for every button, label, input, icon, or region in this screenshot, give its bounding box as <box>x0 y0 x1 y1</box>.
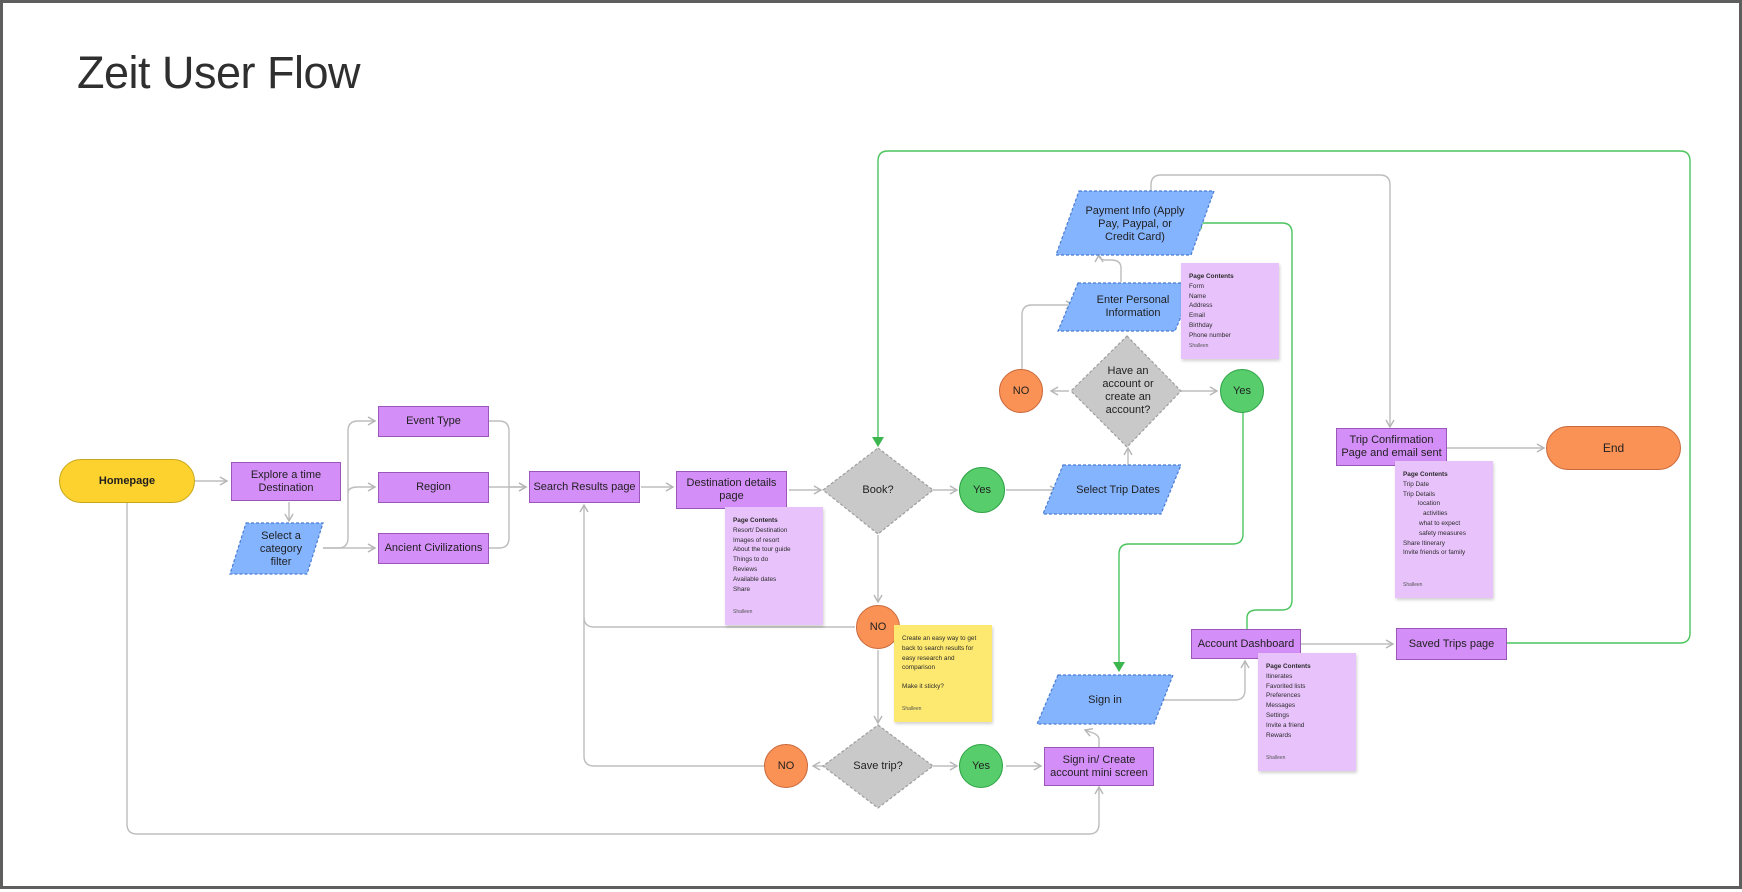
loop-connectors <box>872 150 1691 672</box>
sign-in-shape <box>1036 674 1174 725</box>
save-trip-yes-node[interactable]: Yes <box>959 744 1003 788</box>
account-no-node[interactable]: NO <box>999 369 1043 413</box>
dashboard-page-contents-note: Page Contents Itinerates Favorited lists… <box>1258 653 1356 771</box>
note-item: Phone number <box>1189 331 1231 339</box>
sign-in-create-account-node[interactable]: Sign in/ Create account mini screen <box>1044 747 1154 786</box>
note-item: Itinerates <box>1266 672 1293 680</box>
personal-info-page-contents-note: Page Contents Form Name Address Email Bi… <box>1181 263 1279 359</box>
ancient-civilizations-node[interactable]: Ancient Civilizations <box>378 533 489 564</box>
edge-savedtrips-book-loop <box>872 150 1691 644</box>
sticky-note: Create an easy way to get back to search… <box>894 625 992 722</box>
edge-eventtype-results <box>489 420 528 492</box>
note-item: Birthday <box>1189 321 1213 329</box>
select-category-label[interactable]: Select a category filter <box>259 529 303 568</box>
note-item: Settings <box>1266 711 1290 719</box>
note-author: Shalleen <box>1266 755 1286 762</box>
destination-page-contents-note: Page Contents Resort/ Destination Images… <box>725 507 823 625</box>
select-trip-dates-label[interactable]: Select Trip Dates <box>1076 483 1160 496</box>
select-trip-dates-shape <box>1042 464 1182 515</box>
region-node[interactable]: Region <box>378 472 489 503</box>
connectors <box>126 174 1546 835</box>
note-item: Preferences <box>1266 692 1301 700</box>
note-item: Share Itinerary <box>1403 539 1445 547</box>
payment-info-shape <box>1055 190 1215 256</box>
book-yes-node[interactable]: Yes <box>959 467 1005 513</box>
note-author: Shalleen <box>1403 582 1423 589</box>
note-item: Available dates <box>733 575 777 583</box>
explore-time-destination-node[interactable]: Explore a time Destination <box>231 462 341 501</box>
note-title: Page Contents <box>1403 471 1448 478</box>
select-category-shape <box>229 522 324 575</box>
save-trip-diamond <box>822 724 934 809</box>
account-yes-node[interactable]: Yes <box>1220 369 1264 413</box>
note-item: Messages <box>1266 702 1296 710</box>
book-decision-label[interactable]: Book? <box>862 483 894 496</box>
note-item: Images of resort <box>733 536 780 544</box>
edge-payment-confirmation <box>1150 174 1395 429</box>
trip-confirmation-page-contents-note: Page Contents Trip Date Trip Details loc… <box>1395 461 1493 598</box>
trip-confirmation-node[interactable]: Trip Confirmation Page and email sent <box>1336 428 1447 466</box>
note-author: Shalleen <box>733 609 753 616</box>
book-diamond <box>822 447 934 535</box>
note-item: Email <box>1189 312 1205 320</box>
payment-info-label[interactable]: Payment Info (Apply Pay, Paypal, or Cred… <box>1085 204 1185 243</box>
sign-in-label[interactable]: Sign in <box>1088 693 1122 706</box>
edge-dashboard-payment-loop <box>1192 217 1293 629</box>
saved-trips-page-node[interactable]: Saved Trips page <box>1396 628 1507 660</box>
account-dashboard-node[interactable]: Account Dashboard <box>1191 629 1301 659</box>
edge-signincreate-signin <box>1083 728 1100 747</box>
edge-homepage-signincreate <box>126 503 1104 835</box>
note-item: Things to do <box>733 556 769 564</box>
edge-yes-signin-loop <box>1113 411 1244 672</box>
sticky-note-question: Make it sticky? <box>902 683 944 691</box>
note-item: Rewards <box>1266 731 1292 739</box>
event-type-node[interactable]: Event Type <box>378 406 489 437</box>
end-node[interactable]: End <box>1546 426 1681 470</box>
edge-signin-dashboard <box>1141 659 1250 701</box>
homepage-node[interactable]: Homepage <box>59 459 195 503</box>
note-item: About the tour guide <box>733 546 791 554</box>
decision-shapes <box>822 335 1182 809</box>
note-author: Shalleen <box>902 706 922 713</box>
edge-saveno-results <box>583 617 765 767</box>
edge-no-personal <box>1021 300 1075 369</box>
edge-category-region <box>347 482 377 494</box>
note-author: Shalleen <box>1189 343 1209 350</box>
note-item: Reviews <box>733 565 758 573</box>
save-trip-no-node[interactable]: NO <box>764 744 808 788</box>
note-title: Page Contents <box>1266 663 1311 670</box>
note-item: Address <box>1189 302 1213 310</box>
note-item: Favorited lists <box>1266 682 1306 690</box>
note-item: Trip Date <box>1403 480 1430 488</box>
note-item: activities <box>1423 510 1448 518</box>
search-results-page-node[interactable]: Search Results page <box>529 471 640 503</box>
note-item: location <box>1418 500 1441 508</box>
save-trip-decision-label[interactable]: Save trip? <box>853 759 903 772</box>
note-item: safety measures <box>1419 529 1466 537</box>
note-item: Invite friends or family <box>1403 549 1466 557</box>
have-account-diamond <box>1070 335 1182 448</box>
enter-personal-info-shape <box>1057 282 1196 332</box>
page-title: Zeit User Flow <box>77 47 361 98</box>
note-item: Share <box>733 585 751 593</box>
edge-ancient-results <box>489 487 510 549</box>
note-item: what to expect <box>1419 519 1461 527</box>
note-item: Resort/ Destination <box>733 526 788 534</box>
note-item: Trip Details <box>1403 490 1436 498</box>
note-title: Page Contents <box>733 517 778 524</box>
note-title: Page Contents <box>1189 273 1234 280</box>
enter-personal-information-label[interactable]: Enter Personal Information <box>1096 294 1170 319</box>
sticky-note-text: Create an easy way to get back to search… <box>902 635 977 672</box>
edge-personal-payment <box>1094 253 1122 282</box>
note-item: Name <box>1189 292 1207 300</box>
note-item: Form <box>1189 282 1204 290</box>
diagram-canvas <box>126 150 1691 835</box>
destination-details-page-node[interactable]: Destination details page <box>676 471 787 509</box>
have-account-decision-label[interactable]: Have an account or create an account? <box>1102 365 1154 416</box>
input-shapes <box>229 190 1215 725</box>
note-item: Invite a friend <box>1266 721 1305 729</box>
